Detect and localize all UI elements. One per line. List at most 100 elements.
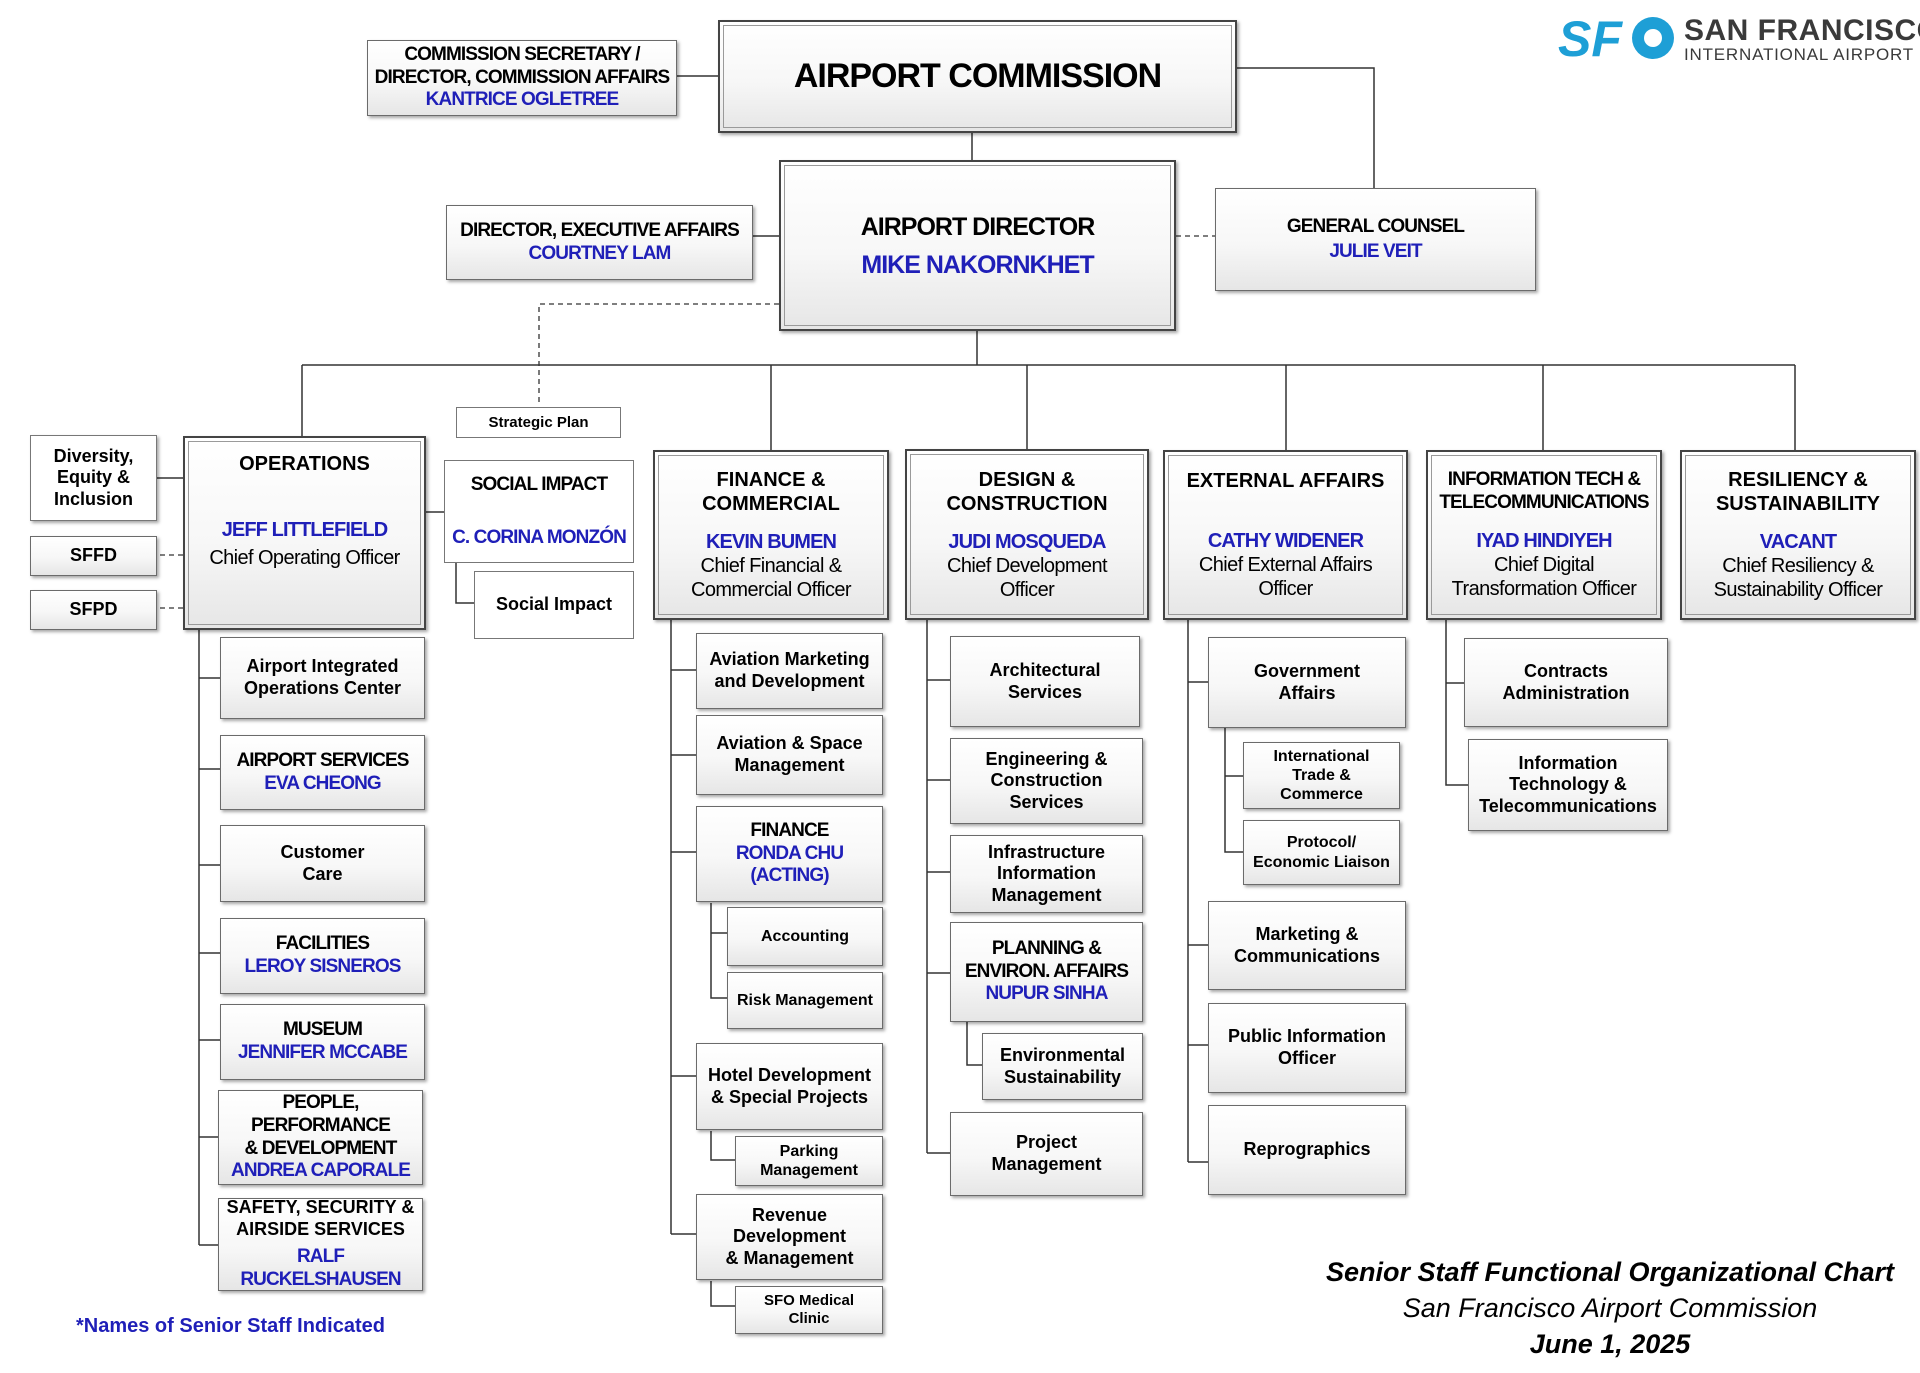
footer-title: Senior Staff Functional Organizational C… bbox=[1325, 1257, 1895, 1287]
resiliency-title2: SUSTAINABILITY bbox=[1715, 493, 1881, 515]
aviation-marketing-box: Aviation Marketing and Development bbox=[696, 633, 883, 709]
airport-services-title: AIRPORT SERVICES bbox=[236, 749, 409, 771]
strategic-plan-box: Strategic Plan bbox=[456, 407, 621, 438]
pea-name: NUPUR SINHA bbox=[985, 983, 1108, 1005]
senior-staff-note: *Names of Senior Staff Indicated bbox=[76, 1315, 385, 1337]
ppd-line1: PEOPLE, PERFORMANCE bbox=[251, 1091, 391, 1136]
asm-line2: Management bbox=[734, 755, 845, 775]
planning-environmental-box: PLANNING & ENVIRON. AFFAIRS NUPUR SINHA bbox=[950, 922, 1143, 1022]
itc-line1: International bbox=[1273, 747, 1370, 765]
gov-line1: Government bbox=[1253, 660, 1361, 681]
sffd-label: SFFD bbox=[70, 545, 117, 566]
svg-text:SF: SF bbox=[1558, 14, 1623, 62]
dei-line2: Equity & bbox=[56, 467, 130, 488]
operations-role: Chief Operating Officer bbox=[209, 547, 400, 569]
airport-commission-box: AIRPORT COMMISSION bbox=[718, 20, 1237, 133]
finance-name: KEVIN BUMEN bbox=[705, 531, 837, 553]
ca-line2: Administration bbox=[1502, 682, 1630, 703]
commission-secretary-box: COMMISSION SECRETARY / DIRECTOR, COMMISS… bbox=[367, 40, 677, 116]
arch-line2: Services bbox=[1007, 681, 1083, 702]
facilities-box: FACILITIES LEROY SISNEROS bbox=[220, 918, 425, 994]
aioc-line1: Airport Integrated bbox=[246, 656, 399, 677]
finance-unit-name2: (ACTING) bbox=[750, 865, 829, 887]
asm-line1: Aviation & Space bbox=[716, 733, 863, 754]
social-impact-box: SOCIAL IMPACT C. CORINA MONZÓN bbox=[444, 460, 634, 563]
itt-line1: Information bbox=[1518, 752, 1618, 773]
infrastructure-information-box: Infrastructure Information Management bbox=[950, 835, 1143, 913]
hotel-development-box: Hotel Development & Special Projects bbox=[696, 1043, 883, 1130]
iim-line2: Information bbox=[997, 863, 1096, 884]
finance-unit-box: FINANCE RONDA CHU (ACTING) bbox=[696, 806, 883, 902]
accounting-box: Accounting bbox=[727, 907, 883, 966]
architectural-services-box: Architectural Services bbox=[950, 636, 1140, 727]
eng-line2: Construction Services bbox=[990, 770, 1103, 812]
facilities-name: LEROY SISNEROS bbox=[244, 956, 402, 977]
resiliency-sustainability-box: RESILIENCY & SUSTAINABILITY VACANT Chief… bbox=[1680, 450, 1916, 620]
amd-line2: and Development bbox=[714, 671, 865, 691]
ssa-line2: AIRSIDE SERVICES bbox=[236, 1218, 405, 1239]
ppd-line2: & DEVELOPMENT bbox=[244, 1137, 398, 1159]
dei-line3: Inclusion bbox=[53, 488, 133, 509]
design-construction-box: DESIGN & CONSTRUCTION JUDI MOSQUEDA Chie… bbox=[905, 449, 1149, 620]
pio-line2: Officer bbox=[1277, 1048, 1337, 1068]
finance-title2: COMMERCIAL bbox=[702, 493, 840, 515]
itc-line2: Trade & bbox=[1292, 766, 1351, 784]
airport-services-box: AIRPORT SERVICES EVA CHEONG bbox=[220, 735, 425, 810]
itc-line3: Commerce bbox=[1280, 786, 1363, 804]
resiliency-name: VACANT bbox=[1759, 531, 1837, 553]
sfpd-label: SFPD bbox=[69, 599, 118, 620]
commission-title: AIRPORT COMMISSION bbox=[793, 57, 1162, 96]
aioc-box: Airport Integrated Operations Center bbox=[220, 637, 425, 719]
public-information-box: Public Information Officer bbox=[1208, 1003, 1406, 1093]
revenue-line3: & Management bbox=[725, 1247, 854, 1268]
mkt-line2: Communications bbox=[1233, 945, 1380, 966]
finance-role1: Chief Financial & bbox=[700, 555, 843, 577]
aviation-space-box: Aviation & Space Management bbox=[696, 715, 883, 795]
revenue-development-box: Revenue Development & Management bbox=[696, 1194, 883, 1280]
general-counsel-box: GENERAL COUNSEL JULIE VEIT bbox=[1215, 188, 1536, 291]
hotel-line1: Hotel Development bbox=[707, 1064, 872, 1085]
reprographics-box: Reprographics bbox=[1208, 1105, 1406, 1195]
protocol-liaison-box: Protocol/ Economic Liaison bbox=[1243, 820, 1400, 885]
resiliency-role1: Chief Resiliency & bbox=[1722, 555, 1874, 577]
logo-title: SAN FRANCISCO bbox=[1684, 14, 1920, 47]
chart-footer: Senior Staff Functional Organizational C… bbox=[1300, 1255, 1920, 1363]
marketing-communications-box: Marketing & Communications bbox=[1208, 901, 1406, 990]
it-name: IYAD HINDIYEH bbox=[1476, 529, 1612, 552]
design-title2: CONSTRUCTION bbox=[946, 492, 1108, 515]
international-trade-box: International Trade & Commerce bbox=[1243, 742, 1400, 809]
pio-line1: Public Information bbox=[1227, 1026, 1386, 1047]
it-title1: INFORMATION TECH & bbox=[1447, 469, 1641, 491]
exec-affairs-title: DIRECTOR, EXECUTIVE AFFAIRS bbox=[460, 219, 740, 241]
parking-line2: Management bbox=[760, 1162, 858, 1179]
project-management-box: Project Management bbox=[950, 1112, 1143, 1196]
it-role2: Transformation Officer bbox=[1451, 577, 1637, 600]
revenue-line2: Development bbox=[732, 1226, 847, 1247]
operations-box: OPERATIONS JEFF LITTLEFIELD Chief Operat… bbox=[183, 436, 426, 630]
risk-management-label: Risk Management bbox=[736, 991, 874, 1009]
design-title1: DESIGN & bbox=[978, 468, 1076, 491]
design-role1: Chief Development bbox=[947, 554, 1107, 577]
eng-line1: Engineering & bbox=[985, 748, 1108, 769]
design-name: JUDI MOSQUEDA bbox=[948, 530, 1106, 553]
iim-line1: Infrastructure bbox=[987, 841, 1106, 862]
pea-line1: PLANNING & bbox=[991, 937, 1102, 959]
footer-date: June 1, 2025 bbox=[1529, 1328, 1691, 1359]
engineering-construction-box: Engineering & Construction Services bbox=[950, 738, 1143, 824]
counsel-title: GENERAL COUNSEL bbox=[1286, 215, 1465, 237]
sfpd-box: SFPD bbox=[30, 590, 157, 630]
hotel-line2: & Special Projects bbox=[710, 1086, 869, 1107]
mkt-line1: Marketing & bbox=[1255, 923, 1359, 944]
external-name: CATHY WIDENER bbox=[1207, 530, 1364, 552]
external-affairs-box: EXTERNAL AFFAIRS CATHY WIDENER Chief Ext… bbox=[1163, 450, 1408, 620]
risk-management-box: Risk Management bbox=[727, 972, 883, 1029]
museum-box: MUSEUM JENNIFER MCCABE bbox=[220, 1004, 425, 1080]
safety-security-box: SAFETY, SECURITY & AIRSIDE SERVICES RALF… bbox=[218, 1197, 423, 1291]
ca-line1: Contracts bbox=[1523, 660, 1608, 681]
operations-title: OPERATIONS bbox=[239, 453, 370, 475]
social-impact-title: SOCIAL IMPACT bbox=[470, 473, 608, 495]
customer-care-line2: Care bbox=[302, 863, 343, 884]
director-name: MIKE NAKORNKHET bbox=[861, 250, 1094, 279]
itt-line2: Technology & bbox=[1509, 774, 1627, 795]
airport-director-box: AIRPORT DIRECTOR MIKE NAKORNKHET bbox=[779, 160, 1176, 331]
